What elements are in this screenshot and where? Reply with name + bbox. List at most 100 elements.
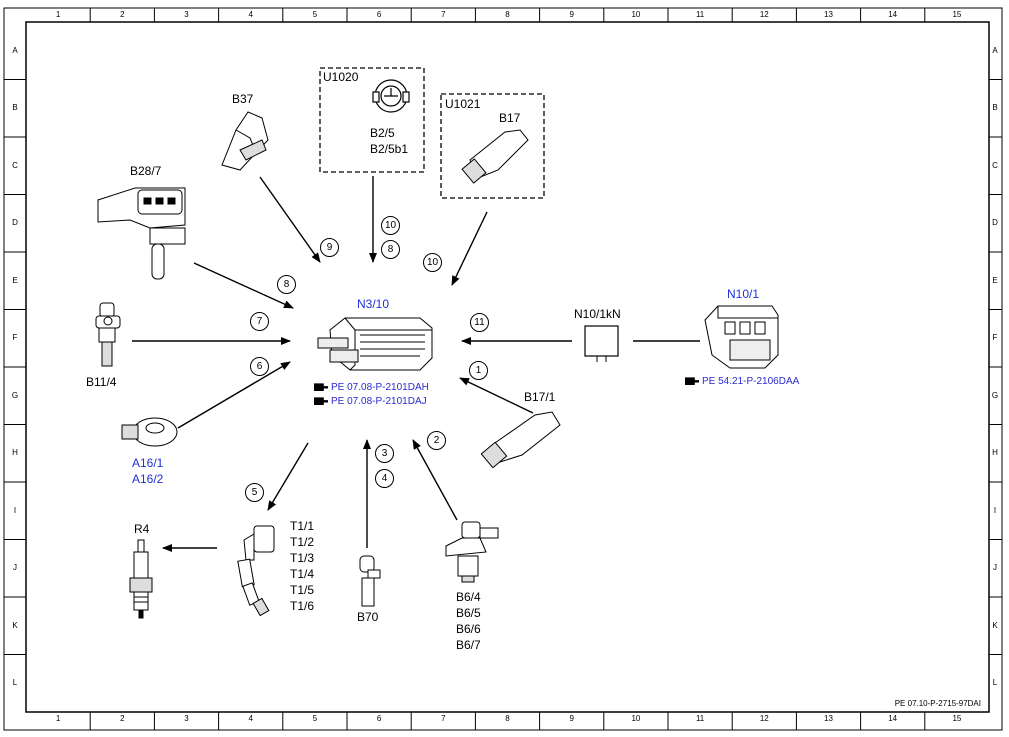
b37-label: B37 — [232, 92, 254, 106]
b2-5b1-label: B2/5b1 — [370, 142, 409, 156]
grid-col-label-top: 5 — [312, 10, 318, 19]
relay-drawing — [584, 325, 619, 357]
callout-5: 5 — [245, 483, 264, 502]
u1020-box — [319, 67, 425, 173]
b11-sensor-drawing — [95, 302, 121, 367]
ecu-ref-1[interactable]: PE 07.08-P-2101DAH — [314, 382, 429, 394]
grid-row-label-left: F — [12, 333, 18, 343]
callout-4: 4 — [375, 469, 394, 488]
grid-row-label-right: H — [992, 448, 998, 458]
grid-col-label-top: 11 — [695, 10, 705, 19]
callout-9: 9 — [320, 238, 339, 257]
ecu-ref-2[interactable]: PE 07.08-P-2101DAJ — [314, 396, 427, 408]
grid-col-label-top: 7 — [441, 10, 446, 19]
grid-row-label-left: A — [12, 45, 18, 55]
grid-col-label-bottom: 14 — [888, 714, 898, 723]
b6-6-label: B6/6 — [456, 622, 481, 636]
b28-sensor-drawing — [97, 187, 186, 280]
grid-row-label-left: B — [12, 103, 18, 113]
b17-1-label: B17/1 — [524, 390, 556, 404]
grid-col-label-bottom: 8 — [505, 714, 510, 723]
grid-col-label-bottom: 2 — [120, 714, 125, 723]
b70-label: B70 — [357, 610, 379, 624]
callout-10b: 10 — [423, 253, 442, 272]
grid-col-label-bottom: 3 — [184, 714, 189, 723]
grid-row-label-left: L — [12, 678, 18, 688]
b11-label: B11/4 — [86, 375, 117, 389]
relay-label: N10/1kN — [574, 307, 621, 321]
grid-col-label-bottom: 11 — [695, 714, 705, 723]
grid-col-label-top: 8 — [505, 10, 510, 19]
b37-sensor-drawing — [221, 111, 269, 171]
b2-labels: B2/5 B2/5b1 — [370, 125, 408, 157]
ecu-drawing — [317, 317, 433, 371]
u1020-label: U1020 — [323, 70, 359, 84]
grid-col-label-bottom: 6 — [376, 714, 382, 723]
knock-sensor-drawing — [121, 417, 178, 447]
outer-border — [3, 7, 1003, 731]
grid-row-label-right: E — [992, 275, 998, 285]
a16-2-label: A16/2 — [132, 472, 164, 486]
callout-11: 11 — [470, 313, 489, 332]
b6-sensor-drawing — [445, 521, 499, 583]
grid-row-label-right: A — [992, 45, 998, 55]
callout-7: 7 — [250, 312, 269, 331]
grid-ticks — [4, 8, 1002, 730]
ignition-coil-drawing — [237, 525, 275, 617]
callout-3: 3 — [375, 444, 394, 463]
grid-row-label-right: C — [992, 160, 998, 170]
grid-col-label-top: 1 — [55, 10, 61, 19]
grid-col-label-bottom: 10 — [631, 714, 641, 723]
grid-col-label-top: 2 — [120, 10, 125, 19]
grid-col-label-top: 6 — [376, 10, 382, 19]
pointing-hand-icon — [314, 383, 328, 392]
grid-col-label-top: 10 — [631, 10, 641, 19]
document-id: PE 07.10-P-2715-97DAI — [894, 699, 981, 708]
n10-module-drawing — [704, 305, 779, 369]
grid-col-label-top: 3 — [184, 10, 189, 19]
grid-row-label-right: J — [993, 563, 997, 573]
b6-5-label: B6/5 — [456, 606, 481, 620]
grid-row-label-right: K — [992, 620, 998, 630]
u1021-box — [440, 93, 545, 199]
grid-col-label-top: 13 — [824, 10, 833, 19]
grid-row-label-right: I — [993, 505, 997, 515]
callout-8a: 8 — [277, 275, 296, 294]
b17-sensor-drawing — [461, 129, 529, 184]
t1-3-label: T1/3 — [290, 551, 315, 565]
grid-col-label-bottom: 1 — [55, 714, 61, 723]
t1-1-label: T1/1 — [290, 519, 315, 533]
grid-row-label-right: B — [992, 103, 998, 113]
b6-4-label: B6/4 — [456, 590, 481, 604]
grid-col-label-top: 14 — [888, 10, 898, 19]
t1-4-label: T1/4 — [290, 567, 315, 581]
grid-row-label-left: K — [12, 620, 18, 630]
grid-col-label-bottom: 5 — [312, 714, 318, 723]
grid-row-label-right: D — [992, 218, 998, 228]
grid-col-label-top: 12 — [759, 10, 769, 19]
t1-5-label: T1/5 — [290, 583, 315, 597]
b2-sensor-drawing — [372, 79, 410, 113]
spark-plug-drawing — [129, 539, 153, 619]
grid-col-label-top: 9 — [569, 10, 574, 19]
grid-row-label-right: F — [992, 333, 998, 343]
cam-labels: B6/4 B6/5 B6/6 B6/7 — [456, 589, 481, 653]
b28-label: B28/7 — [130, 164, 162, 178]
callout-8b: 8 — [381, 240, 400, 259]
callout-1: 1 — [469, 361, 488, 380]
grid-row-label-left: G — [11, 390, 19, 400]
grid-row-label-left: D — [12, 218, 18, 228]
t1-2-label: T1/2 — [290, 535, 315, 549]
t1-6-label: T1/6 — [290, 599, 315, 613]
b17-1-sensor-drawing — [480, 411, 561, 469]
pointing-hand-icon — [314, 397, 328, 406]
ecu-label: N3/10 — [357, 297, 390, 311]
grid-col-label-top: 4 — [248, 10, 253, 19]
b2-5-label: B2/5 — [370, 126, 395, 140]
callout-10a: 10 — [381, 216, 400, 235]
grid-col-label-top: 15 — [952, 10, 962, 19]
arrows — [132, 176, 700, 552]
module-label: N10/1 — [727, 287, 760, 301]
module-ref[interactable]: PE 54.21-P-2106DAA — [685, 376, 799, 388]
